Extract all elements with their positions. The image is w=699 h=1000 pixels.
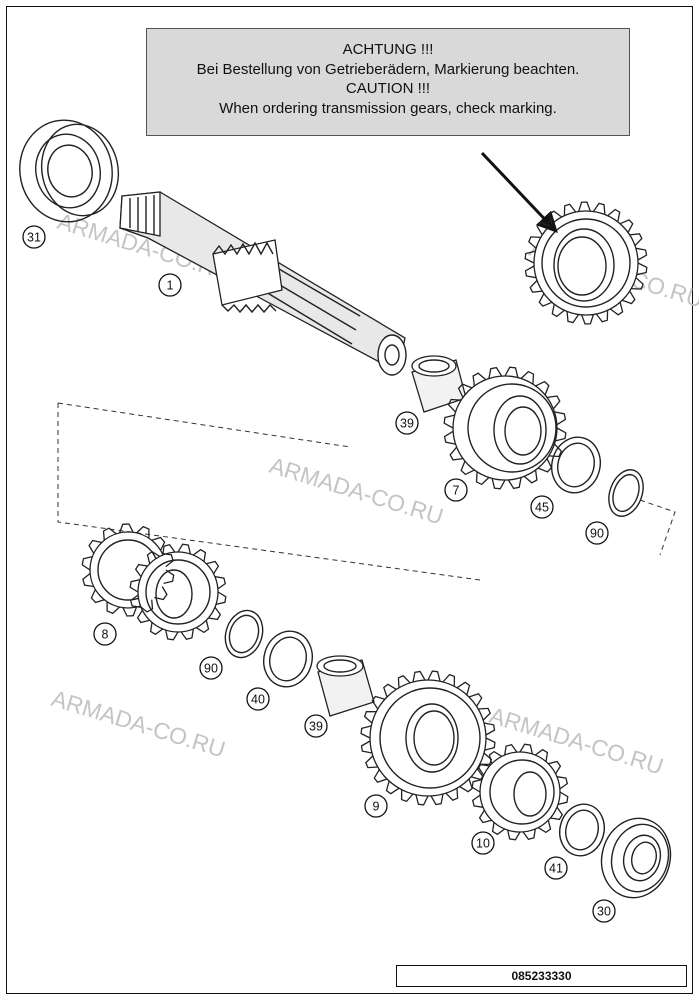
needle-bushing-39-bottom bbox=[316, 655, 375, 717]
caution-notice: ACHTUNG !!! Bei Bestellung von Getrieber… bbox=[146, 28, 630, 136]
alignment-line-left bbox=[57, 403, 481, 581]
alignment-line-top bbox=[57, 402, 351, 448]
callout-39-top: 39 bbox=[395, 411, 419, 435]
svg-text:30: 30 bbox=[597, 905, 611, 919]
bearing-31 bbox=[19, 119, 120, 223]
circlip-90-bottom bbox=[224, 609, 264, 659]
callout-1: 1 bbox=[158, 273, 182, 297]
svg-text:10: 10 bbox=[476, 837, 490, 851]
gear-10 bbox=[479, 751, 561, 833]
callout-10: 10 bbox=[471, 831, 495, 855]
callout-31: 31 bbox=[22, 225, 46, 249]
circlip-90-top bbox=[608, 469, 644, 517]
watermark-4: ARMADA-CO.RU bbox=[49, 685, 229, 763]
washer-45 bbox=[551, 436, 601, 494]
callout-90-top: 90 bbox=[585, 521, 609, 545]
svg-text:8: 8 bbox=[102, 628, 109, 642]
gear-10-teeth bbox=[471, 743, 569, 841]
notice-line-4: When ordering transmission gears, check … bbox=[219, 99, 557, 117]
marking-arrow bbox=[480, 151, 558, 234]
washer-40 bbox=[263, 630, 313, 688]
marked-gear bbox=[533, 210, 639, 316]
gear-9-teeth bbox=[360, 670, 496, 806]
callout-41: 41 bbox=[544, 856, 568, 880]
part-number-box: 085233330 bbox=[396, 965, 687, 987]
needle-bushing-39-top bbox=[411, 355, 467, 413]
callout-9: 9 bbox=[364, 794, 388, 818]
watermark-3: ARMADA-CO.RU bbox=[267, 452, 447, 530]
notice-line-3: CAUTION !!! bbox=[345, 80, 431, 97]
main-shaft-1 bbox=[119, 191, 407, 376]
part-number: 085233330 bbox=[511, 969, 572, 983]
notice-line-2: Bei Bestellung von Getrieberädern, Marki… bbox=[196, 60, 580, 78]
gear-8 bbox=[89, 531, 219, 633]
svg-text:9: 9 bbox=[373, 800, 380, 814]
marked-gear-teeth bbox=[524, 201, 648, 325]
gear-7 bbox=[452, 375, 558, 481]
svg-text:31: 31 bbox=[27, 231, 41, 245]
callout-40: 40 bbox=[246, 687, 270, 711]
svg-text:45: 45 bbox=[535, 501, 549, 515]
svg-text:90: 90 bbox=[590, 527, 604, 541]
gear-7-teeth bbox=[443, 366, 567, 490]
svg-text:40: 40 bbox=[251, 693, 265, 707]
callout-90-bottom: 90 bbox=[199, 656, 223, 680]
callout-8: 8 bbox=[93, 622, 117, 646]
drawing-frame bbox=[6, 6, 693, 994]
gear-9 bbox=[369, 679, 487, 797]
alignment-line-right bbox=[639, 499, 676, 556]
gear-8-teeth-large bbox=[129, 543, 227, 641]
bearing-30 bbox=[600, 817, 672, 899]
notice-line-1: ACHTUNG !!! bbox=[342, 41, 434, 58]
callout-39-bottom: 39 bbox=[304, 714, 328, 738]
callout-30: 30 bbox=[592, 899, 616, 923]
svg-text:1: 1 bbox=[167, 279, 174, 293]
svg-text:39: 39 bbox=[309, 720, 323, 734]
svg-text:41: 41 bbox=[549, 862, 563, 876]
callout-7: 7 bbox=[444, 478, 468, 502]
washer-41 bbox=[559, 803, 605, 857]
svg-text:7: 7 bbox=[453, 484, 460, 498]
callout-45: 45 bbox=[530, 495, 554, 519]
svg-text:39: 39 bbox=[400, 417, 414, 431]
gear-8-teeth-small bbox=[81, 523, 175, 617]
svg-text:90: 90 bbox=[204, 662, 218, 676]
